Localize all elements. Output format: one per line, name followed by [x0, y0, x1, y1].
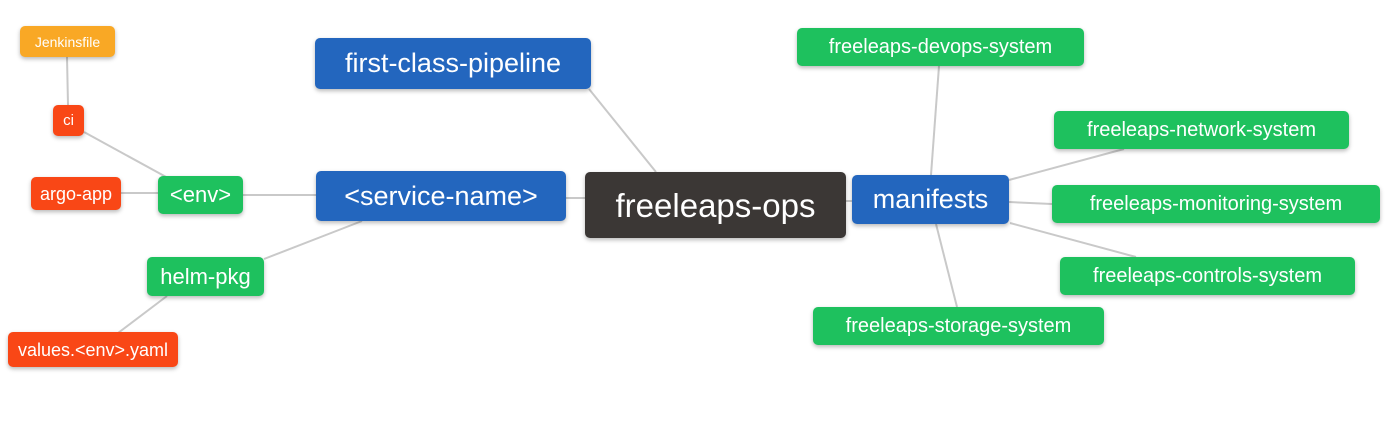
edge-service-name-to-helm-pkg: [263, 220, 363, 260]
edge-manifests-to-freeleaps-controls-system: [1009, 222, 1137, 258]
mindmap-node-env[interactable]: <env>: [158, 176, 243, 214]
edge-ci-to-env: [83, 131, 169, 179]
edge-manifests-to-freeleaps-devops-system: [930, 65, 940, 176]
node-label: freeleaps-ops: [615, 186, 816, 224]
mindmap-node-freeleaps-controls-system[interactable]: freeleaps-controls-system: [1060, 257, 1355, 295]
mindmap-node-freeleaps-ops[interactable]: freeleaps-ops: [585, 172, 846, 238]
node-label: helm-pkg: [160, 263, 251, 289]
mindmap-node-freeleaps-monitoring-system[interactable]: freeleaps-monitoring-system: [1052, 185, 1380, 223]
mindmap-node-freeleaps-network-system[interactable]: freeleaps-network-system: [1054, 111, 1349, 149]
mindmap-node-values-env-yaml[interactable]: values.<env>.yaml: [8, 332, 178, 367]
node-label: Jenkinsfile: [34, 33, 101, 50]
node-label: freeleaps-controls-system: [1093, 265, 1322, 287]
edge-manifests-to-freeleaps-monitoring-system: [1008, 201, 1053, 205]
mindmap-node-manifests[interactable]: manifests: [852, 175, 1009, 224]
edge-manifests-to-freeleaps-storage-system: [935, 223, 958, 308]
mindmap-node-service-name[interactable]: <service-name>: [316, 171, 566, 221]
edge-manifests-to-freeleaps-network-system: [1008, 148, 1125, 181]
node-label: freeleaps-monitoring-system: [1089, 193, 1343, 215]
edge-first-class-pipeline-to-freeleaps-ops: [588, 88, 657, 173]
mindmap-node-ci[interactable]: ci: [53, 105, 84, 136]
mindmap-node-helm-pkg[interactable]: helm-pkg: [147, 257, 264, 296]
node-label: freeleaps-network-system: [1087, 119, 1316, 141]
mindmap-node-argo-app[interactable]: argo-app: [31, 177, 121, 210]
edge-jenkinsfile-to-ci: [66, 56, 69, 106]
mindmap-node-first-class-pipeline[interactable]: first-class-pipeline: [315, 38, 591, 89]
node-label: ci: [63, 112, 74, 129]
edge-helm-pkg-to-values-env-yaml: [117, 295, 168, 334]
node-label: <service-name>: [344, 180, 538, 211]
node-label: freeleaps-devops-system: [828, 36, 1053, 58]
node-label: argo-app: [39, 183, 113, 204]
mindmap-node-freeleaps-devops-system[interactable]: freeleaps-devops-system: [797, 28, 1084, 66]
node-label: manifests: [872, 184, 989, 214]
mindmap-node-freeleaps-storage-system[interactable]: freeleaps-storage-system: [813, 307, 1104, 345]
mindmap-node-jenkinsfile[interactable]: Jenkinsfile: [20, 26, 115, 57]
node-label: first-class-pipeline: [344, 48, 562, 78]
node-label: values.<env>.yaml: [17, 339, 169, 360]
node-label: freeleaps-storage-system: [845, 315, 1072, 337]
node-label: <env>: [169, 182, 232, 207]
